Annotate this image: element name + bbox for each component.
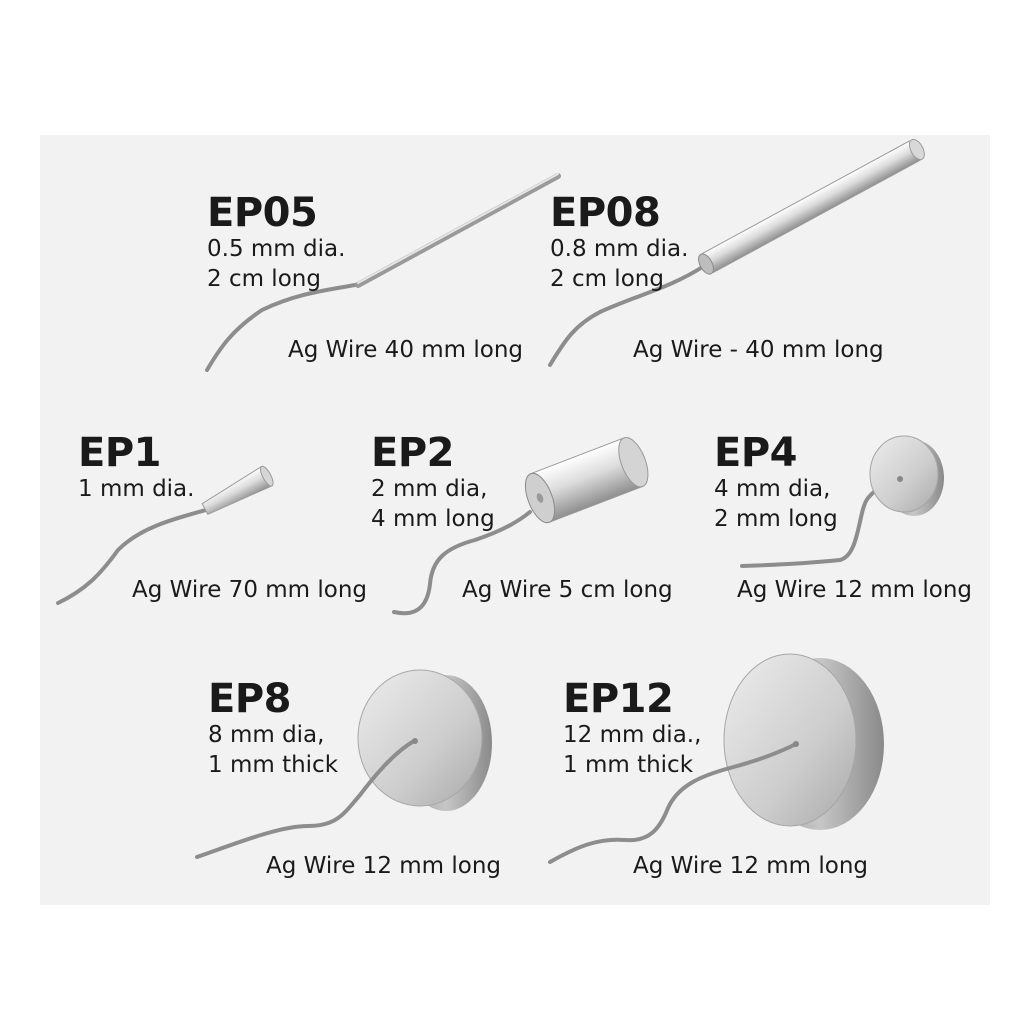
ep8-diameter: 8 mm dia, bbox=[208, 722, 325, 748]
ep8-title: EP8 bbox=[208, 676, 291, 722]
ep8-wire-label: Ag Wire 12 mm long bbox=[266, 853, 502, 879]
ep4-label-group: EP4 4 mm dia, 2 mm long bbox=[714, 432, 838, 534]
ep08-label-group: EP08 0.8 mm dia. 2 cm long bbox=[550, 192, 688, 294]
ep2-wire-label: Ag Wire 5 cm long bbox=[462, 577, 673, 603]
ep12-electrode-illustration bbox=[548, 653, 884, 864]
ep8-label-group: EP8 8 mm dia, 1 mm thick bbox=[208, 678, 338, 780]
ep4-disc bbox=[869, 435, 939, 513]
ep4-length: 2 mm long bbox=[714, 506, 838, 532]
ep2-diameter: 2 mm dia, bbox=[371, 476, 488, 502]
ep08-electrode-illustration bbox=[548, 138, 925, 367]
ep8-wire bbox=[195, 739, 416, 859]
ep08-wire bbox=[548, 264, 706, 367]
ep2-label-group: EP2 2 mm dia, 4 mm long bbox=[371, 432, 495, 534]
ep05-wire bbox=[205, 282, 362, 372]
ep4-diameter: 4 mm dia, bbox=[714, 476, 831, 502]
ep05-label-group: EP05 0.5 mm dia. 2 cm long bbox=[207, 192, 345, 294]
ep12-label-group: EP12 12 mm dia., 1 mm thick bbox=[563, 678, 701, 780]
ep05-wire-label: Ag Wire 40 mm long bbox=[288, 337, 524, 363]
ep1-wire-label: Ag Wire 70 mm long bbox=[132, 577, 368, 603]
ep05-diameter: 0.5 mm dia. bbox=[207, 236, 346, 262]
ep08-rod bbox=[701, 140, 922, 274]
ep2-electrode-illustration bbox=[392, 437, 649, 616]
ep12-disc bbox=[723, 653, 857, 827]
ep4-wire-label: Ag Wire 12 mm long bbox=[737, 577, 973, 603]
ep2-length: 4 mm long bbox=[371, 506, 495, 532]
ep12-title: EP12 bbox=[563, 676, 674, 722]
ep12-diameter: 12 mm dia., bbox=[563, 722, 702, 748]
ep1-wire bbox=[56, 508, 208, 605]
ep08-title: EP08 bbox=[550, 190, 661, 236]
ep1-diameter: 1 mm dia. bbox=[78, 476, 195, 502]
ep1-label-group: EP1 1 mm dia. bbox=[78, 432, 194, 504]
ep05-electrode-illustration bbox=[205, 173, 561, 372]
ep2-title: EP2 bbox=[371, 430, 454, 476]
ep1-electrode-illustration bbox=[56, 465, 274, 605]
ep12-wire-label: Ag Wire 12 mm long bbox=[633, 853, 869, 879]
ep08-length: 2 cm long bbox=[550, 266, 664, 292]
ep05-length: 2 cm long bbox=[207, 266, 321, 292]
ep4-title: EP4 bbox=[714, 430, 797, 476]
ep08-wire-label: Ag Wire - 40 mm long bbox=[633, 337, 884, 363]
ep8-electrode-illustration bbox=[195, 669, 492, 859]
ep12-thickness: 1 mm thick bbox=[563, 752, 694, 778]
ep05-rod bbox=[355, 173, 561, 288]
ep1-title: EP1 bbox=[78, 430, 161, 476]
ep8-disc bbox=[357, 669, 483, 807]
ep05-title: EP05 bbox=[207, 190, 318, 236]
ep08-diameter: 0.8 mm dia. bbox=[550, 236, 689, 262]
ep8-thickness: 1 mm thick bbox=[208, 752, 339, 778]
ep2-wire bbox=[392, 510, 532, 616]
ep4-electrode-illustration bbox=[740, 435, 944, 568]
ep12-wire bbox=[548, 742, 798, 864]
